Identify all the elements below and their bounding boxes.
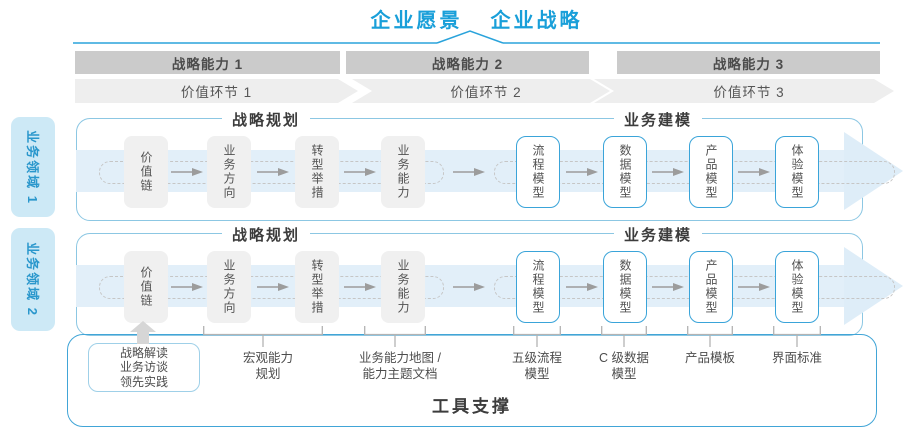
node-label: 产品模型	[704, 144, 718, 200]
business-domain-text-2: 业务领域 2	[24, 242, 40, 317]
right-arrow-icon	[171, 168, 203, 176]
brace-macro-capability	[203, 326, 323, 347]
node-label: 流程模型	[531, 144, 545, 200]
node-label: 业务能力	[396, 259, 410, 315]
right-arrow-icon	[738, 168, 770, 176]
brace-product-template	[687, 326, 733, 347]
right-arrow-icon	[171, 283, 203, 291]
right-arrow-icon	[738, 283, 770, 291]
right-arrow-icon	[344, 283, 376, 291]
strategy-title: 企业战略	[490, 10, 583, 32]
node-label: 业务方向	[222, 259, 236, 315]
business-domain-text-1: 业务领域 1	[24, 129, 40, 205]
node-experience-model: 体验模型	[775, 136, 819, 208]
title-caret-line	[73, 30, 880, 44]
diagram-title: 企业愿景 企业战略	[73, 4, 880, 33]
brace-ui-standard	[773, 326, 821, 347]
vision-title: 企业愿景	[370, 10, 463, 32]
node-process-model: 流程模型	[516, 136, 560, 208]
planning-dashed-group	[99, 276, 444, 299]
up-arrow-icon	[130, 321, 156, 344]
planning-dashed-group	[99, 161, 444, 184]
node-business-capability: 业务能力	[381, 251, 425, 323]
node-business-direction: 业务方向	[207, 136, 251, 208]
node-transformation-initiative: 转型举措	[295, 136, 339, 208]
brace-process-model	[513, 326, 561, 347]
capability-bar-1: 战略能力 1	[75, 51, 340, 74]
node-label: 业务方向	[222, 144, 236, 200]
node-label: 数据模型	[618, 144, 632, 200]
right-arrow-icon	[257, 283, 289, 291]
node-transformation-initiative: 转型举措	[295, 251, 339, 323]
note-process-model: 五级流程 模型	[511, 351, 563, 381]
business-domain-label-1: 业务领域 1	[11, 117, 55, 217]
node-business-direction: 业务方向	[207, 251, 251, 323]
practice-annotation-box: 战略解读 业务访谈 领先实践	[88, 343, 200, 392]
planning-header: 战略规划	[221, 224, 311, 245]
right-arrow-icon	[344, 168, 376, 176]
node-label: 产品模型	[704, 259, 718, 315]
node-data-model: 数据模型	[603, 251, 647, 323]
node-value-chain: 价值链	[124, 251, 168, 323]
node-label: 价值链	[139, 266, 153, 308]
value-link-chevron-2: 价值环节 2	[352, 79, 610, 103]
right-arrow-icon	[453, 168, 485, 176]
modeling-header: 业务建模	[613, 109, 703, 130]
node-label: 价值链	[139, 151, 153, 193]
right-arrow-icon	[453, 283, 485, 291]
domain-row-1: 战略规划 业务建模 价值链 业务方向 转型举措 业务能力 流程模型 数据模型 产…	[76, 109, 903, 221]
modeling-header: 业务建模	[613, 224, 703, 245]
note-capability-map: 业务能力地图 / 能力主题文档	[359, 351, 441, 381]
planning-header: 战略规划	[221, 109, 311, 130]
tool-support-container	[67, 334, 877, 427]
node-label: 体验模型	[790, 259, 804, 315]
node-business-capability: 业务能力	[381, 136, 425, 208]
capability-bar-3: 战略能力 3	[617, 51, 880, 74]
right-arrow-icon	[257, 168, 289, 176]
domain-row-2: 战略规划 业务建模 价值链 业务方向 转型举措 业务能力 流程模型 数据模型 产…	[76, 224, 903, 336]
business-domain-label-2: 业务领域 2	[11, 228, 55, 331]
right-arrow-icon	[652, 283, 684, 291]
node-product-model: 产品模型	[689, 251, 733, 323]
node-label: 转型举措	[310, 259, 324, 315]
node-process-model: 流程模型	[516, 251, 560, 323]
node-label: 数据模型	[618, 259, 632, 315]
tool-support-title: 工具支撑	[432, 397, 512, 416]
value-link-chevron-3: 价值环节 3	[594, 79, 894, 103]
right-arrow-icon	[566, 168, 598, 176]
note-ui-standard: 界面标准	[771, 351, 823, 365]
note-data-model: C 级数据 模型	[598, 351, 650, 381]
capability-bar-2: 战略能力 2	[346, 51, 589, 74]
brace-data-model	[601, 326, 647, 347]
note-macro-capability: 宏观能力 规划	[242, 351, 294, 381]
brace-capability-map	[364, 326, 426, 347]
node-label: 流程模型	[531, 259, 545, 315]
node-value-chain: 价值链	[124, 136, 168, 208]
right-arrow-icon	[652, 168, 684, 176]
node-label: 业务能力	[396, 144, 410, 200]
value-link-chevron-1: 价值环节 1	[75, 79, 358, 103]
node-experience-model: 体验模型	[775, 251, 819, 323]
node-label: 体验模型	[790, 144, 804, 200]
note-product-template: 产品模板	[684, 351, 736, 365]
node-label: 转型举措	[310, 144, 324, 200]
right-arrow-icon	[566, 283, 598, 291]
node-product-model: 产品模型	[689, 136, 733, 208]
node-data-model: 数据模型	[603, 136, 647, 208]
